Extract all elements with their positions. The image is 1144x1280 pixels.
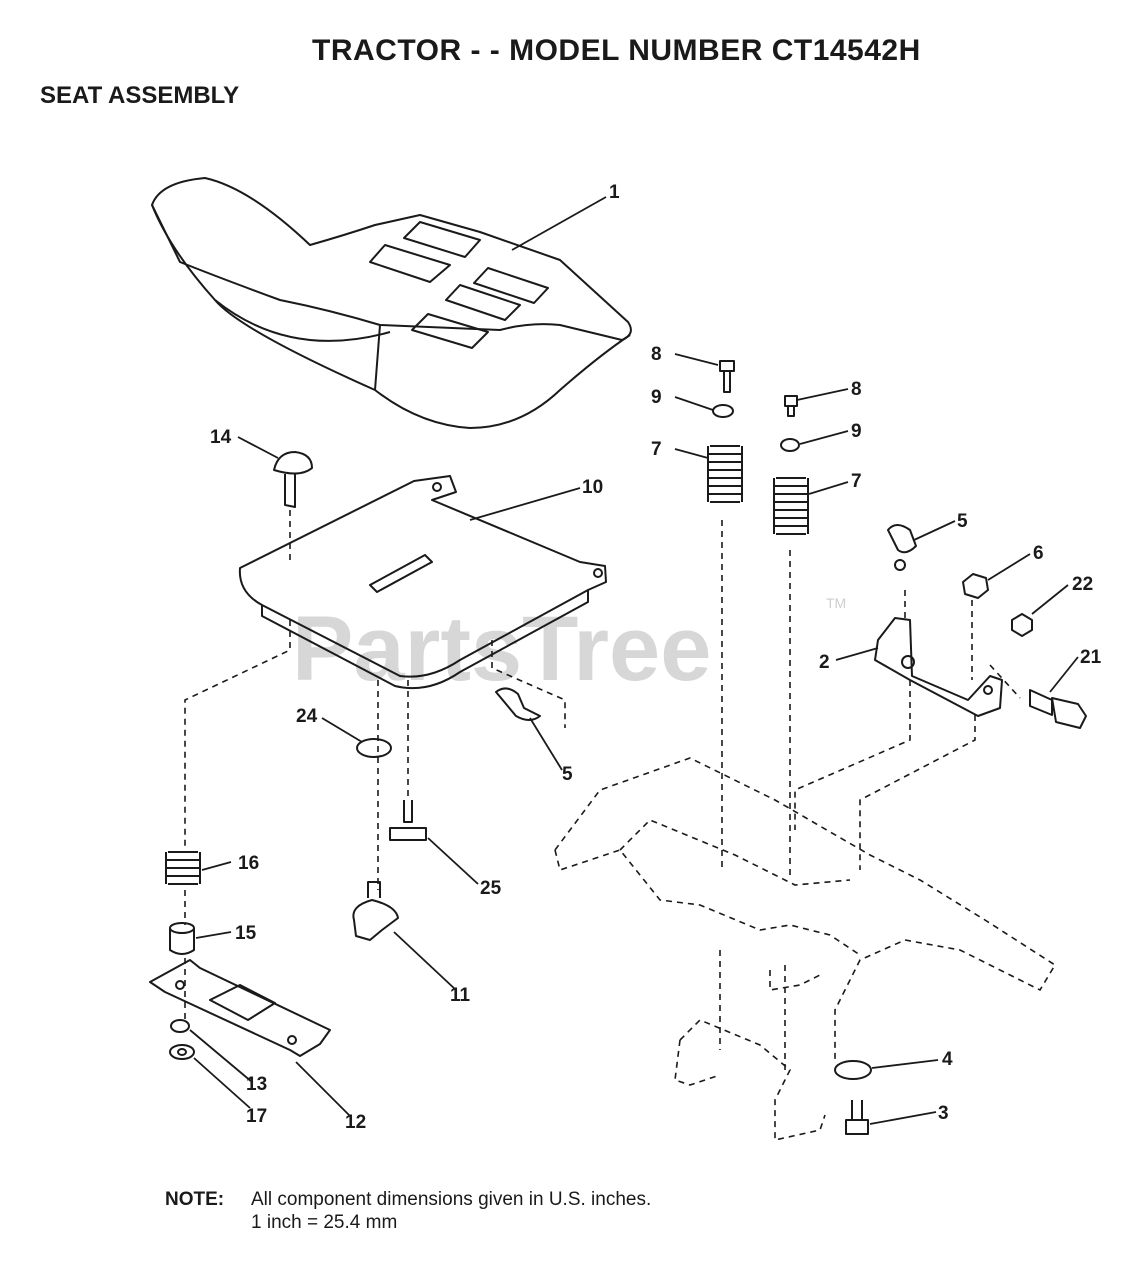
page-title: TRACTOR - - MODEL NUMBER CT14542H: [312, 34, 921, 67]
callout-25: 25: [480, 878, 502, 899]
seat-pan-part: [238, 475, 607, 690]
callout-9a: 9: [651, 387, 662, 408]
bushing-part: [169, 922, 195, 955]
callout-15: 15: [235, 923, 257, 944]
wing-knob-part: [352, 881, 399, 941]
section-title: SEAT ASSEMBLY: [40, 82, 240, 109]
nut-part: [962, 573, 1033, 637]
callout-14: 14: [210, 427, 232, 448]
callout-4: 4: [942, 1049, 953, 1070]
note-label: NOTE:: [165, 1189, 225, 1210]
washer-4-part: [834, 1060, 872, 1080]
callout-12: 12: [345, 1112, 366, 1133]
callout-8a: 8: [651, 344, 662, 365]
tractor-frame-outline: [554, 757, 1057, 1141]
washer-17-part: [169, 1044, 195, 1060]
callout-16: 16: [238, 853, 259, 874]
hex-bolt-part: [719, 360, 798, 417]
slide-plate-part: [149, 959, 331, 1057]
washer-24-part: [356, 738, 392, 758]
carriage-bolt-part: [273, 451, 313, 508]
callout-21: 21: [1080, 647, 1102, 668]
callout-7b: 7: [851, 471, 862, 492]
bolt-3-part: [845, 1100, 869, 1135]
seat-spring-part: [165, 851, 201, 885]
callout-3: 3: [938, 1103, 949, 1124]
callout-9b: 9: [851, 421, 862, 442]
leader-lines: [189, 196, 1079, 1125]
callout-22: 22: [1072, 574, 1093, 595]
alignment-lines: [184, 510, 1021, 1075]
nut-13-part: [170, 1019, 190, 1033]
callout-5b: 5: [562, 764, 573, 785]
note-line-2: 1 inch = 25.4 mm: [251, 1212, 398, 1233]
callout-24: 24: [296, 706, 318, 727]
watermark-tm: TM: [826, 595, 846, 611]
adjustment-knob-part: [1029, 689, 1087, 729]
callout-8b: 8: [851, 379, 862, 400]
washer-part: [712, 404, 800, 452]
callout-6: 6: [1033, 543, 1044, 564]
spring-part: [707, 445, 809, 535]
callout-5a: 5: [957, 511, 968, 532]
seat-part: [151, 177, 632, 429]
callout-1: 1: [609, 182, 620, 203]
callout-11: 11: [450, 985, 471, 1006]
screw-part: [389, 800, 427, 841]
callout-10: 10: [582, 477, 603, 498]
callout-2: 2: [819, 652, 830, 673]
note-line-1: All component dimensions given in U.S. i…: [251, 1189, 652, 1210]
callout-7a: 7: [651, 439, 662, 460]
clip-part: [495, 524, 917, 721]
callout-17: 17: [246, 1106, 267, 1127]
callout-13: 13: [246, 1074, 267, 1095]
callouts: 1 10 14 8 9 7 8 9 7 5 6 22 21 2 24 5 25 …: [210, 182, 1102, 1133]
dimension-note: NOTE: All component dimensions given in U…: [165, 1188, 651, 1234]
bracket-part: [874, 617, 1003, 717]
